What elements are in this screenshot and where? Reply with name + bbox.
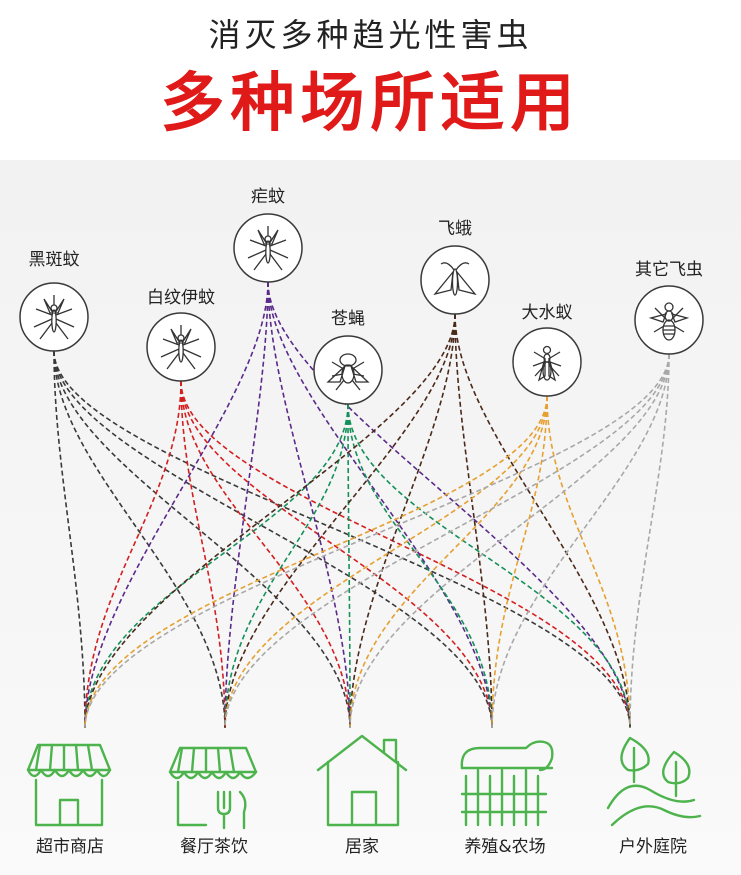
- connector-moth-supermarket: [84, 313, 456, 729]
- connector-housefly-home: [347, 403, 351, 729]
- connector-black-mosquito-farm: [53, 350, 493, 729]
- connector-white-mosquito-supermarket: [84, 380, 182, 729]
- connector-white-mosquito-restaurant: [180, 380, 226, 729]
- connector-black-mosquito-home: [53, 350, 351, 729]
- header: 消灭多种趋光性害虫 多种场所适用: [0, 0, 741, 160]
- connector-midge-outdoor: [546, 395, 631, 729]
- connector-midge-supermarket: [84, 395, 548, 729]
- venue-label-home: 居家: [345, 837, 379, 857]
- insect-label: 苍蝇: [331, 309, 365, 329]
- venue-label-supermarket: 超市商店: [36, 837, 104, 857]
- winged-ant-icon: [532, 345, 562, 382]
- insect-node-midge: 大水蚁: [512, 303, 582, 397]
- insect-label: 疟蚊: [251, 187, 285, 207]
- mosquito-icon: [247, 226, 289, 271]
- connector-other-farm: [491, 353, 670, 729]
- insect-label: 其它飞虫: [635, 260, 703, 280]
- connector-white-mosquito-outdoor: [180, 380, 631, 729]
- insect-label: 飞蛾: [438, 219, 472, 239]
- connector-midge-home: [349, 395, 548, 729]
- connector-white-mosquito-home: [180, 380, 351, 729]
- tree-icon: [606, 736, 702, 827]
- connector-midge-farm: [491, 395, 548, 729]
- insect-node-black-mosquito: 黑斑蚊: [19, 250, 89, 352]
- fly-icon: [326, 353, 370, 391]
- connector-black-mosquito-supermarket: [53, 350, 86, 729]
- restaurant-icon: [168, 746, 258, 830]
- connector-other-restaurant: [224, 353, 670, 729]
- mosquito-icon: [33, 295, 75, 340]
- insect-node-other: 其它飞虫: [634, 260, 704, 355]
- insect-node-moth: 飞蛾: [420, 219, 490, 315]
- insect-label: 黑斑蚊: [29, 250, 80, 270]
- connector-malaria-mosquito-farm: [267, 281, 493, 729]
- insect-node-malaria-mosquito: 疟蚊: [233, 187, 303, 283]
- connector-housefly-outdoor: [347, 403, 631, 729]
- diagram-panel: [0, 160, 741, 875]
- connector-malaria-mosquito-restaurant: [224, 281, 269, 729]
- shop-icon: [26, 743, 112, 827]
- mosquito-icon: [160, 325, 202, 370]
- insect-label: 大水蚁: [522, 303, 573, 323]
- connector-housefly-farm: [347, 403, 493, 729]
- venue-label-outdoor: 户外庭院: [619, 837, 687, 857]
- connector-malaria-mosquito-supermarket: [84, 281, 269, 729]
- connector-black-mosquito-restaurant: [53, 350, 226, 729]
- subtitle: 消灭多种趋光性害虫: [208, 16, 533, 54]
- connector-moth-farm: [454, 313, 493, 729]
- house-icon: [316, 734, 408, 827]
- connector-moth-home: [349, 313, 456, 729]
- connector-other-supermarket: [84, 353, 670, 729]
- page-title: 多种场所适用: [160, 67, 581, 141]
- connector-housefly-supermarket: [84, 403, 349, 729]
- farm-icon: [460, 740, 554, 827]
- insect-node-white-mosquito: 白纹伊蚊: [146, 288, 216, 382]
- connector-lines: [53, 281, 670, 729]
- insect-label: 白纹伊蚊: [147, 288, 215, 308]
- connector-moth-outdoor: [454, 313, 631, 729]
- connector-housefly-restaurant: [224, 403, 349, 729]
- connector-white-mosquito-farm: [180, 380, 493, 729]
- connector-midge-restaurant: [224, 395, 548, 729]
- wasp-icon: [648, 302, 690, 341]
- venue-labels: 超市商店 餐厅茶饮 居家 养殖&农场 户外庭院: [36, 837, 687, 857]
- venue-label-restaurant: 餐厅茶饮: [180, 837, 248, 857]
- connector-black-mosquito-outdoor: [53, 350, 631, 729]
- venue-label-farm: 养殖&农场: [464, 837, 545, 857]
- connector-moth-restaurant: [224, 313, 456, 729]
- connector-malaria-mosquito-home: [267, 281, 351, 729]
- connector-other-outdoor: [629, 353, 670, 729]
- insect-node-housefly: 苍蝇: [313, 309, 383, 405]
- moth-icon: [433, 262, 477, 296]
- connector-other-home: [349, 353, 670, 729]
